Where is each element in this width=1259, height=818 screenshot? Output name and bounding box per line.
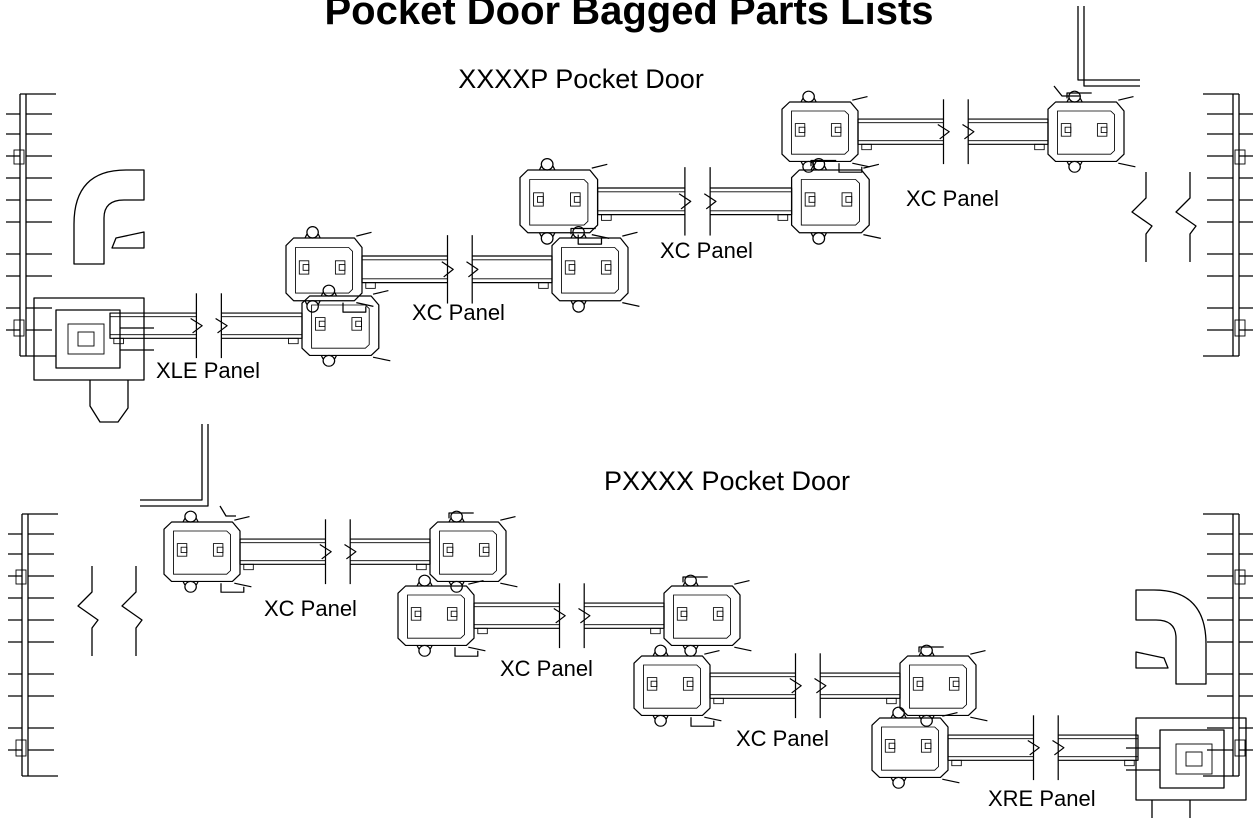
panel-label-xle: XLE Panel xyxy=(156,358,260,383)
panel-label-xc-1: XC Panel xyxy=(412,300,505,325)
panel-xc-4 xyxy=(164,511,517,592)
pocket-jamb-2 xyxy=(140,424,236,517)
left-wall-frame-2 xyxy=(7,513,59,777)
panel-label-xc-3: XC Panel xyxy=(906,186,999,211)
left-wall-frame xyxy=(5,93,57,357)
handle-icon xyxy=(33,169,155,423)
panel-xc-6 xyxy=(634,645,987,726)
panel-label-xre: XRE Panel xyxy=(988,786,1096,811)
diagram-heading-xxxxp: XXXXP Pocket Door xyxy=(458,64,704,94)
handle-icon-2 xyxy=(1125,589,1247,818)
page-title: Pocket Door Bagged Parts Lists xyxy=(324,0,933,33)
panel-xre xyxy=(871,706,1139,789)
panel-label-xc-2: XC Panel xyxy=(660,238,753,263)
panel-label-xc-4: XC Panel xyxy=(264,596,357,621)
diagram-pxxxx: PXXXX Pocket Door XC Panel XC Panel XC P… xyxy=(7,424,1254,818)
pocket-jamb xyxy=(1053,6,1140,97)
panel-label-xc-6: XC Panel xyxy=(736,726,829,751)
break-marks-2 xyxy=(77,565,143,657)
right-wall-frame xyxy=(1202,93,1254,357)
break-marks xyxy=(1131,171,1197,263)
diagram-heading-pxxxx: PXXXX Pocket Door xyxy=(604,466,850,496)
panel-xc-2 xyxy=(520,159,881,245)
panel-xle xyxy=(109,284,391,367)
diagram-xxxxp: XXXXP Pocket Door XLE Panel XC Panel XC … xyxy=(5,6,1254,423)
panel-label-xc-5: XC Panel xyxy=(500,656,593,681)
